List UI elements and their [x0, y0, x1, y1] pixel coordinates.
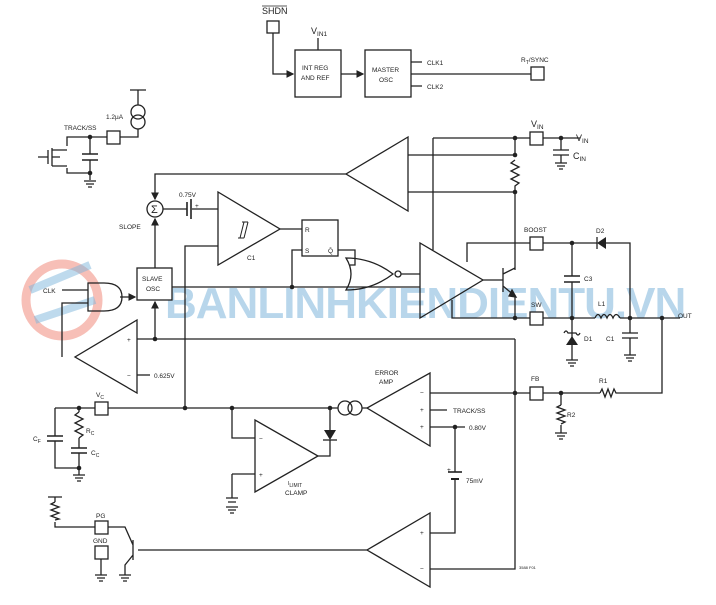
- label-battery-plus: +: [447, 467, 451, 474]
- summing-node: [146, 200, 164, 218]
- label-75mv: 75mV: [466, 478, 484, 485]
- label-amp: AMP: [379, 379, 393, 386]
- labels: SHDN VIN1 INT REG AND REF MASTER OSC CLK…: [33, 5, 692, 573]
- label-r2: R2: [567, 412, 576, 419]
- label-slave: SLAVE: [142, 276, 163, 283]
- slave-osc-block: [136, 267, 173, 301]
- watermark-logo: BANLINHKIENDIENTU.VN: [21, 259, 686, 341]
- label-master: MASTER: [372, 67, 399, 74]
- label-1-2ua: 1.2µA: [106, 114, 124, 121]
- label-track-ss: TRACK/SS: [64, 125, 97, 132]
- label-pg-amp-plus: +: [420, 530, 424, 537]
- current-sources: [130, 104, 402, 416]
- label-fb: FB: [531, 376, 539, 383]
- label-ea-plus1: +: [420, 407, 424, 414]
- label-r1: R1: [599, 378, 608, 385]
- diodes: [323, 237, 606, 441]
- label-ff-qbar: Q̄: [328, 247, 333, 255]
- resistors: [49, 159, 617, 521]
- label-gnd: GND: [93, 538, 108, 545]
- label-ff-s: S: [305, 248, 310, 255]
- junction-dots: [76, 134, 665, 471]
- label-clamp: CLAMP: [285, 490, 307, 497]
- pin-gnd: [94, 545, 109, 560]
- label-0-80v: 0.80V: [469, 425, 487, 432]
- label-cin: CIN: [573, 151, 586, 163]
- diode-d2: [597, 237, 606, 249]
- label-slope: SLOPE: [119, 224, 141, 231]
- label-rc: RC: [86, 428, 95, 437]
- label-plus: +: [195, 203, 199, 210]
- label-ff-r: R: [305, 227, 310, 234]
- pin-fb: [529, 386, 544, 401]
- label-error: ERROR: [375, 370, 399, 377]
- label-c3: C3: [584, 276, 593, 283]
- diode-d1: [566, 336, 578, 345]
- label-rt-sync: RT/SYNC: [521, 57, 549, 66]
- pin-vin: [529, 131, 544, 146]
- label-boost: BOOST: [524, 227, 547, 234]
- int-reg-block: [294, 49, 342, 98]
- label-ea-minus: −: [420, 390, 424, 397]
- label-clamp-plus: +: [259, 472, 263, 479]
- label-out: OUT: [678, 313, 692, 320]
- pin-shdn: [266, 20, 280, 34]
- figure-number: 3588 F01: [519, 565, 537, 570]
- label-l1: L1: [598, 301, 606, 308]
- label-master-osc: OSC: [379, 77, 393, 84]
- label-vin1: VIN1: [311, 26, 328, 38]
- label-sw: SW: [531, 302, 542, 309]
- rs-flip-flop: [301, 219, 339, 257]
- label-c1-cap: C1: [606, 336, 615, 343]
- master-osc-block: [364, 49, 412, 98]
- diode-clamp: [324, 430, 336, 440]
- label-comp-minus: −: [127, 373, 131, 380]
- sigma-symbol: Σ: [151, 204, 158, 216]
- label-slave-osc: OSC: [146, 286, 160, 293]
- label-clamp-minus: −: [259, 436, 263, 443]
- pin-vc: [94, 401, 109, 416]
- label-cf: CF: [33, 436, 41, 445]
- label-clk1: CLK1: [427, 60, 444, 67]
- label-d2: D2: [596, 228, 605, 235]
- label-c1-comparator: C1: [247, 255, 256, 262]
- label-ea-plus2: +: [420, 424, 424, 431]
- pin-rt-sync: [530, 66, 545, 81]
- label-clk: CLK: [43, 288, 56, 295]
- label-pg: PG: [96, 513, 105, 520]
- label-0-625v: 0.625V: [154, 373, 175, 380]
- label-vin-pin: VIN: [531, 119, 544, 131]
- label-comp-plus: +: [127, 337, 131, 344]
- label-and-ref: AND REF: [301, 75, 330, 82]
- pin-track-ss: [106, 130, 121, 145]
- label-ilimit: ILIMIT: [288, 481, 302, 489]
- label-vin-supply: VIN: [576, 133, 589, 145]
- pin-sw: [529, 311, 544, 326]
- label-0-75v: 0.75V: [179, 192, 197, 199]
- pin-boost: [529, 236, 544, 251]
- label-track-ss-ea: TRACK/SS: [453, 408, 486, 415]
- label-shdn: SHDN: [262, 6, 288, 16]
- label-int-reg: INT REG: [302, 65, 328, 72]
- label-clk2: CLK2: [427, 84, 444, 91]
- label-pg-amp-minus: −: [420, 566, 424, 573]
- wires: [38, 33, 680, 589]
- label-d1: D1: [584, 336, 593, 343]
- label-cc: CC: [91, 450, 100, 459]
- pin-pg: [94, 520, 109, 535]
- label-vc: VC: [96, 392, 104, 401]
